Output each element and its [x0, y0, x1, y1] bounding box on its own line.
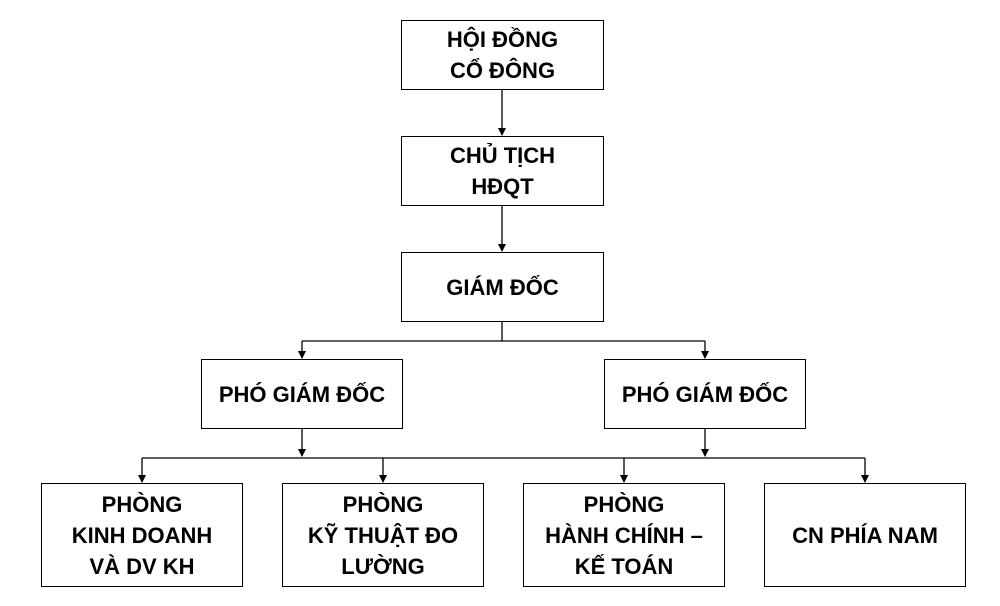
node-phong-ky-thuat: PHÒNG KỸ THUẬT ĐO LƯỜNG	[282, 483, 484, 587]
node-phong-hanh-chinh-ke-toan: PHÒNG HÀNH CHÍNH – KẾ TOÁN	[523, 483, 725, 587]
node-label-line: KỸ THUẬT ĐO	[307, 522, 459, 548]
node-label-line: CHỦ TỊCH	[449, 143, 556, 168]
node-label-line: PHÒNG	[583, 491, 665, 517]
node-label-line: LƯỜNG	[341, 553, 425, 579]
node-chu-tich-hdqt: CHỦ TỊCH HĐQT	[401, 136, 604, 206]
node-label-line: KẾ TOÁN	[574, 553, 674, 579]
node-label-line: CN PHÍA NAM	[792, 522, 938, 548]
node-label-line: PHÓ GIÁM ĐỐC	[621, 381, 789, 407]
node-label-line: HĐQT	[471, 174, 534, 199]
node-cn-phia-nam: CN PHÍA NAM	[764, 483, 966, 587]
node-label-line: PHÒNG	[342, 491, 424, 517]
node-label-line: HỘI ĐỒNG	[446, 27, 559, 52]
node-label-line: KINH DOANH	[71, 522, 213, 548]
node-pho-giam-doc-2: PHÓ GIÁM ĐỐC	[604, 359, 806, 429]
node-label-line: PHÒNG	[101, 491, 183, 517]
node-phong-kinh-doanh: PHÒNG KINH DOANH VÀ DV KH	[41, 483, 243, 587]
node-label-line: GIÁM ĐỐC	[446, 274, 559, 300]
node-label-line: VÀ DV KH	[89, 553, 195, 579]
node-label-line: HÀNH CHÍNH –	[545, 522, 703, 548]
node-label-line: PHÓ GIÁM ĐỐC	[218, 381, 386, 407]
node-label-line: CỔ ĐÔNG	[449, 58, 556, 83]
node-pho-giam-doc-1: PHÓ GIÁM ĐỐC	[201, 359, 403, 429]
node-giam-doc: GIÁM ĐỐC	[401, 252, 604, 322]
node-hoi-dong-co-dong: HỘI ĐỒNG CỔ ĐÔNG	[401, 20, 604, 90]
